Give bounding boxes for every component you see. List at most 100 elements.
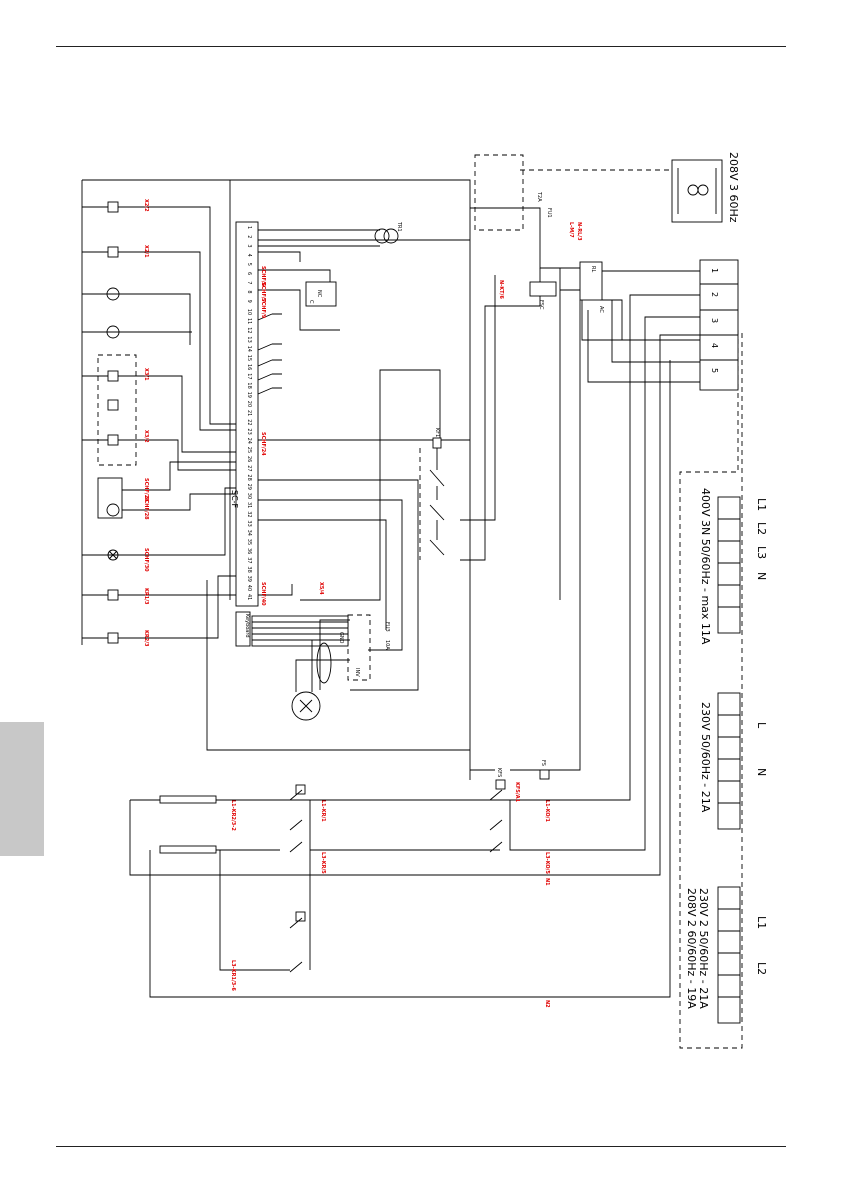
board-pin: 34 <box>246 530 252 536</box>
inv-label: INV <box>354 668 360 677</box>
phase-n-a: N <box>755 572 768 580</box>
c-label: C <box>308 300 314 304</box>
board-pin: 26 <box>246 456 252 462</box>
supply-208: 208V 3 60Hz <box>727 152 740 223</box>
board-pin: 8 <box>246 290 252 293</box>
wire-l3kr5: L3-KR/5 <box>320 852 326 874</box>
wire-n2: N2 <box>544 1000 550 1008</box>
board-pin: 23 <box>246 428 252 434</box>
wire-x32: X3/2 <box>143 430 149 443</box>
wire-nkt6: N-KT/6 <box>498 280 504 299</box>
board-pin: 41 <box>246 594 252 600</box>
rl-label: RL <box>590 266 596 272</box>
board-pin: 11 <box>246 318 252 324</box>
wire-kr23: KR2/3 <box>143 630 149 647</box>
wire-x21: X2/1 <box>143 245 149 258</box>
header-rule <box>56 46 786 47</box>
tr1-label: TR1 <box>396 221 402 232</box>
wire-kfsa1: KFS/A1 <box>514 782 520 803</box>
board-pin: 10 <box>246 309 252 315</box>
wire-l1kr23: L1-KR2/3-2 <box>230 800 236 831</box>
phase-l-b: L <box>755 722 768 729</box>
phase-n-b: N <box>755 768 768 776</box>
board-pin: 37 <box>246 557 252 563</box>
terminal-block-400 <box>717 496 741 634</box>
supply-400: 400V 3N 50/60Hz - max 11A <box>699 488 712 645</box>
wire-schf9: SCHF/9 <box>260 298 266 319</box>
kfs-label: KFS <box>496 768 502 777</box>
phase-l1-a: L1 <box>755 498 768 511</box>
board-pin: 35 <box>246 539 252 545</box>
phase-l2-a: L2 <box>755 522 768 535</box>
terminal-block-main <box>699 259 739 391</box>
wire-schf24: SCHF/24 <box>260 432 266 456</box>
fu-label: FU1 <box>546 208 552 218</box>
wire-kr13: KR1/3 <box>143 588 149 605</box>
wire-lm7: L-M/7 <box>568 222 574 238</box>
board-pin: 25 <box>246 447 252 453</box>
wire-l3ko5: L3-KO/5 <box>544 852 550 874</box>
board-pin: 5 <box>246 263 252 266</box>
wire-l1kr1: L1-KR/1 <box>320 800 326 822</box>
wire-schf30: SCHF/30 <box>143 548 149 572</box>
board-pin: 6 <box>246 272 252 275</box>
supply-230: 230V 50/60Hz - 21A <box>699 702 712 813</box>
gnd-label: GND <box>338 632 344 644</box>
board-pin: 38 <box>246 566 252 572</box>
wire-n1: N1 <box>544 878 550 886</box>
phase-l1-c: L1 <box>755 916 768 929</box>
wire-x54: X5/4 <box>318 582 324 595</box>
term-main-5: 5 <box>710 368 719 373</box>
supply-frame <box>679 330 743 1049</box>
board-pin: 31 <box>246 502 252 508</box>
board-switches <box>257 281 337 395</box>
board-label: SC-F <box>230 490 239 509</box>
wire-schf6: SCHF/6 <box>260 266 266 287</box>
wire-l3kr13: L3-KR1/3-6 <box>230 960 236 991</box>
supply-labels: 208V 3 60Hz 400V 3N 50/60Hz - max 11A 23… <box>685 152 768 1009</box>
fu3-label: FU3 <box>384 622 390 632</box>
kf1-label: KF1 <box>434 428 440 437</box>
phase-l2-c: L2 <box>755 962 768 975</box>
board-pin: 24 <box>246 438 252 444</box>
term-main-1: 1 <box>710 268 719 273</box>
term-main-2: 2 <box>710 292 719 297</box>
motor-m1 <box>291 619 350 721</box>
board-pin: 3 <box>246 244 252 247</box>
component-labels: SC-F Keyboard INV GND AC RL NC C FSC TR1… <box>230 191 604 777</box>
board-pin: 27 <box>246 465 252 471</box>
board-pin: 21 <box>246 410 252 416</box>
board-pin: 30 <box>246 493 252 499</box>
board-pin: 33 <box>246 520 252 526</box>
wire-x22: X2/2 <box>143 199 149 212</box>
wire-schf7: SCHF/7 <box>260 282 266 303</box>
supply-2ph-b: 208V 2 60/60Hz - 19A <box>685 888 698 1009</box>
board-pin: 32 <box>246 511 252 517</box>
terminal-block-230 <box>717 692 741 830</box>
wire-l1ko1: L1-KO/1 <box>544 800 550 822</box>
left-components <box>97 201 123 644</box>
board-pin: 2 <box>246 235 252 238</box>
relay-rl <box>529 261 603 301</box>
board-pin: 17 <box>246 373 252 379</box>
board-pin: 7 <box>246 281 252 284</box>
term-main-3: 3 <box>710 318 719 323</box>
board-pin: 18 <box>246 382 252 388</box>
kit-208 <box>671 159 723 223</box>
board-pin: 15 <box>246 355 252 361</box>
aux-box <box>474 154 524 231</box>
wire-schf28: SCHF/28 <box>143 496 149 520</box>
fuse10-label: 10A <box>384 640 390 650</box>
heater-box <box>97 354 137 466</box>
board-pin: 39 <box>246 576 252 582</box>
contactor-kf1 <box>419 437 445 560</box>
board-pin: 29 <box>246 484 252 490</box>
board-pin: 12 <box>246 327 252 333</box>
board-pin: 1 <box>246 226 252 229</box>
keyboard-label: Keyboard <box>244 614 250 638</box>
board-pin: 22 <box>246 419 252 425</box>
fsc-label: FSC <box>538 300 544 310</box>
board-terminal-strip: 1234567891011121314151617181920212223242… <box>235 221 259 607</box>
board-pin: 19 <box>246 392 252 398</box>
